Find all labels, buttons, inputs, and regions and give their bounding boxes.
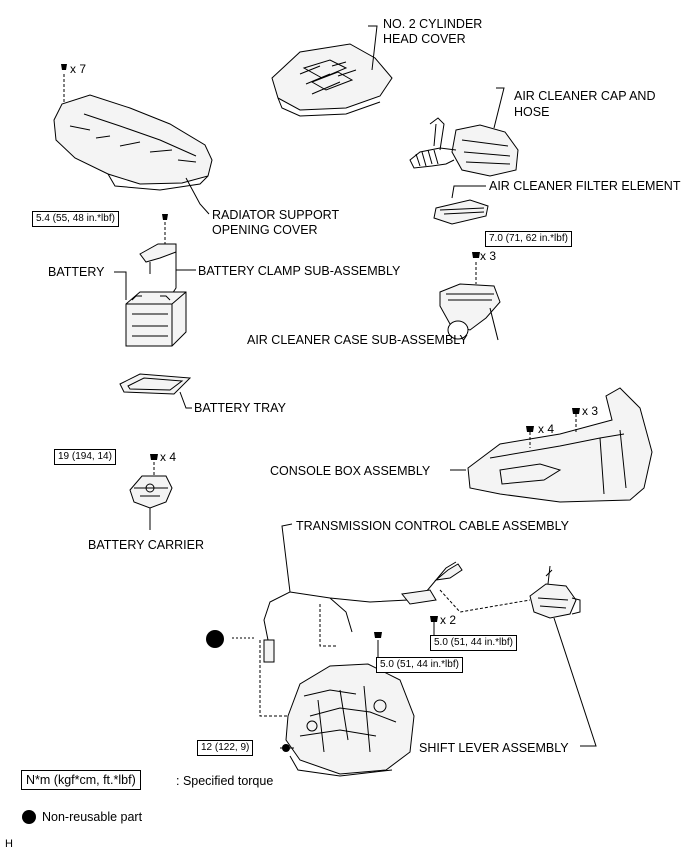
label-console: CONSOLE BOX ASSEMBLY xyxy=(270,464,431,478)
console-box xyxy=(467,387,653,503)
battery xyxy=(114,271,187,347)
air-cleaner-case xyxy=(439,262,501,341)
legend-unit-text: : Specified torque xyxy=(176,774,274,788)
label-radiator-1: RADIATOR SUPPORT xyxy=(212,208,340,222)
label-battery-clamp: BATTERY CLAMP SUB-ASSEMBLY xyxy=(198,264,401,278)
label-battery: BATTERY xyxy=(48,265,105,279)
air-filter-element xyxy=(433,185,489,225)
transmission-control-cable xyxy=(232,523,531,717)
label-trans-cable: TRANSMISSION CONTROL CABLE ASSEMBLY xyxy=(296,519,569,533)
battery-tray xyxy=(119,373,192,409)
air-cleaner-cap xyxy=(409,87,519,177)
torque-clamp: 5.4 (55, 48 in.*lbf) xyxy=(32,211,119,227)
torque-cable-b: 5.0 (51, 44 in.*lbf) xyxy=(376,657,463,673)
torque-cable-a: 5.0 (51, 44 in.*lbf) xyxy=(430,635,517,651)
label-head-cover-1: NO. 2 CYLINDER xyxy=(383,17,483,31)
label-air-cap-1: AIR CLEANER CAP AND xyxy=(514,89,656,103)
corner-mark: H xyxy=(5,838,13,850)
radiator-support-cover xyxy=(53,74,213,215)
shift-lever xyxy=(529,565,597,747)
label-battery-tray: BATTERY TRAY xyxy=(194,401,286,415)
battery-clamp xyxy=(139,222,196,295)
cylinder-head-cover xyxy=(271,25,393,117)
qty-radiator-bolts: x 7 xyxy=(70,62,87,76)
label-head-cover-2: HEAD COVER xyxy=(383,32,466,46)
qty-air-case-bolts: x 3 xyxy=(480,249,497,263)
label-radiator-2: OPENING COVER xyxy=(212,223,318,237)
label-air-case: AIR CLEANER CASE SUB-ASSEMBLY xyxy=(247,333,468,347)
legend-unit-box: N*m (kgf*cm, ft.*lbf) xyxy=(21,770,141,790)
qty-carrier-bolts: x 4 xyxy=(160,450,177,464)
qty-console-a: x 4 xyxy=(538,422,555,436)
qty-console-b: x 3 xyxy=(582,404,599,418)
label-battery-carrier: BATTERY CARRIER xyxy=(88,538,204,552)
nonreusable-legend-icon xyxy=(22,810,36,824)
label-air-cap-2: HOSE xyxy=(514,105,550,119)
legend-nonreusable: Non-reusable part xyxy=(42,810,143,824)
label-shift-lever: SHIFT LEVER ASSEMBLY xyxy=(419,741,569,755)
torque-trans: 12 (122, 9) xyxy=(197,740,254,756)
transmission xyxy=(280,663,415,777)
qty-cable-nuts: x 2 xyxy=(440,613,457,627)
label-air-filter: AIR CLEANER FILTER ELEMENT xyxy=(489,179,681,193)
torque-air-case: 7.0 (71, 62 in.*lbf) xyxy=(485,231,572,247)
torque-carrier: 19 (194, 14) xyxy=(54,449,116,465)
battery-carrier xyxy=(129,462,173,530)
